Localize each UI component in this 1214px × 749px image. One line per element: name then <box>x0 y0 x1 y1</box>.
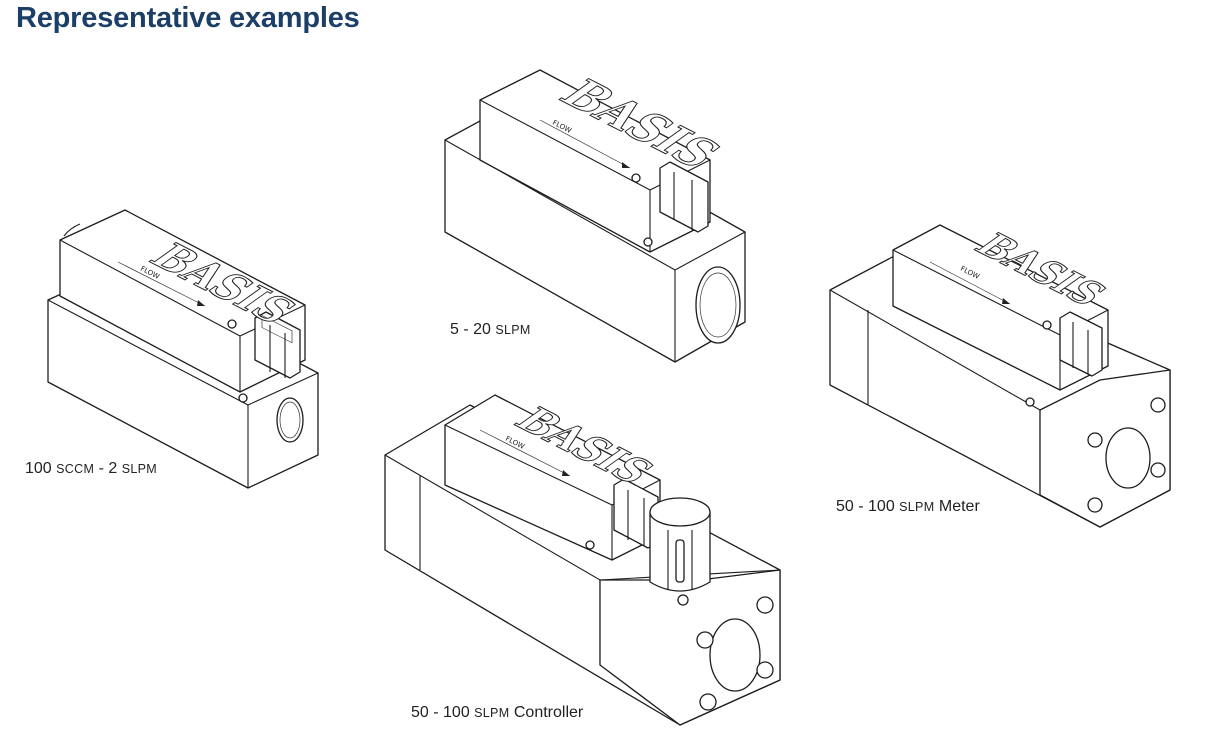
device-controller-drawing: BASIS FLOW <box>384 394 781 726</box>
device-small-drawing: BASIS FLOW <box>47 209 319 489</box>
caption-meter: 50 - 100 SLPM Meter <box>836 498 980 515</box>
caption-medium: 5 - 20 SLPM <box>450 321 531 338</box>
section-heading: Representative examples <box>16 2 360 34</box>
caption-controller: 50 - 100 SLPM Controller <box>411 704 584 721</box>
device-medium-drawing: BASIS FLOW <box>444 68 746 363</box>
device-meter-drawing: BASIS FLOW <box>829 224 1171 528</box>
caption-small: 100 SCCM - 2 SLPM <box>25 460 158 477</box>
